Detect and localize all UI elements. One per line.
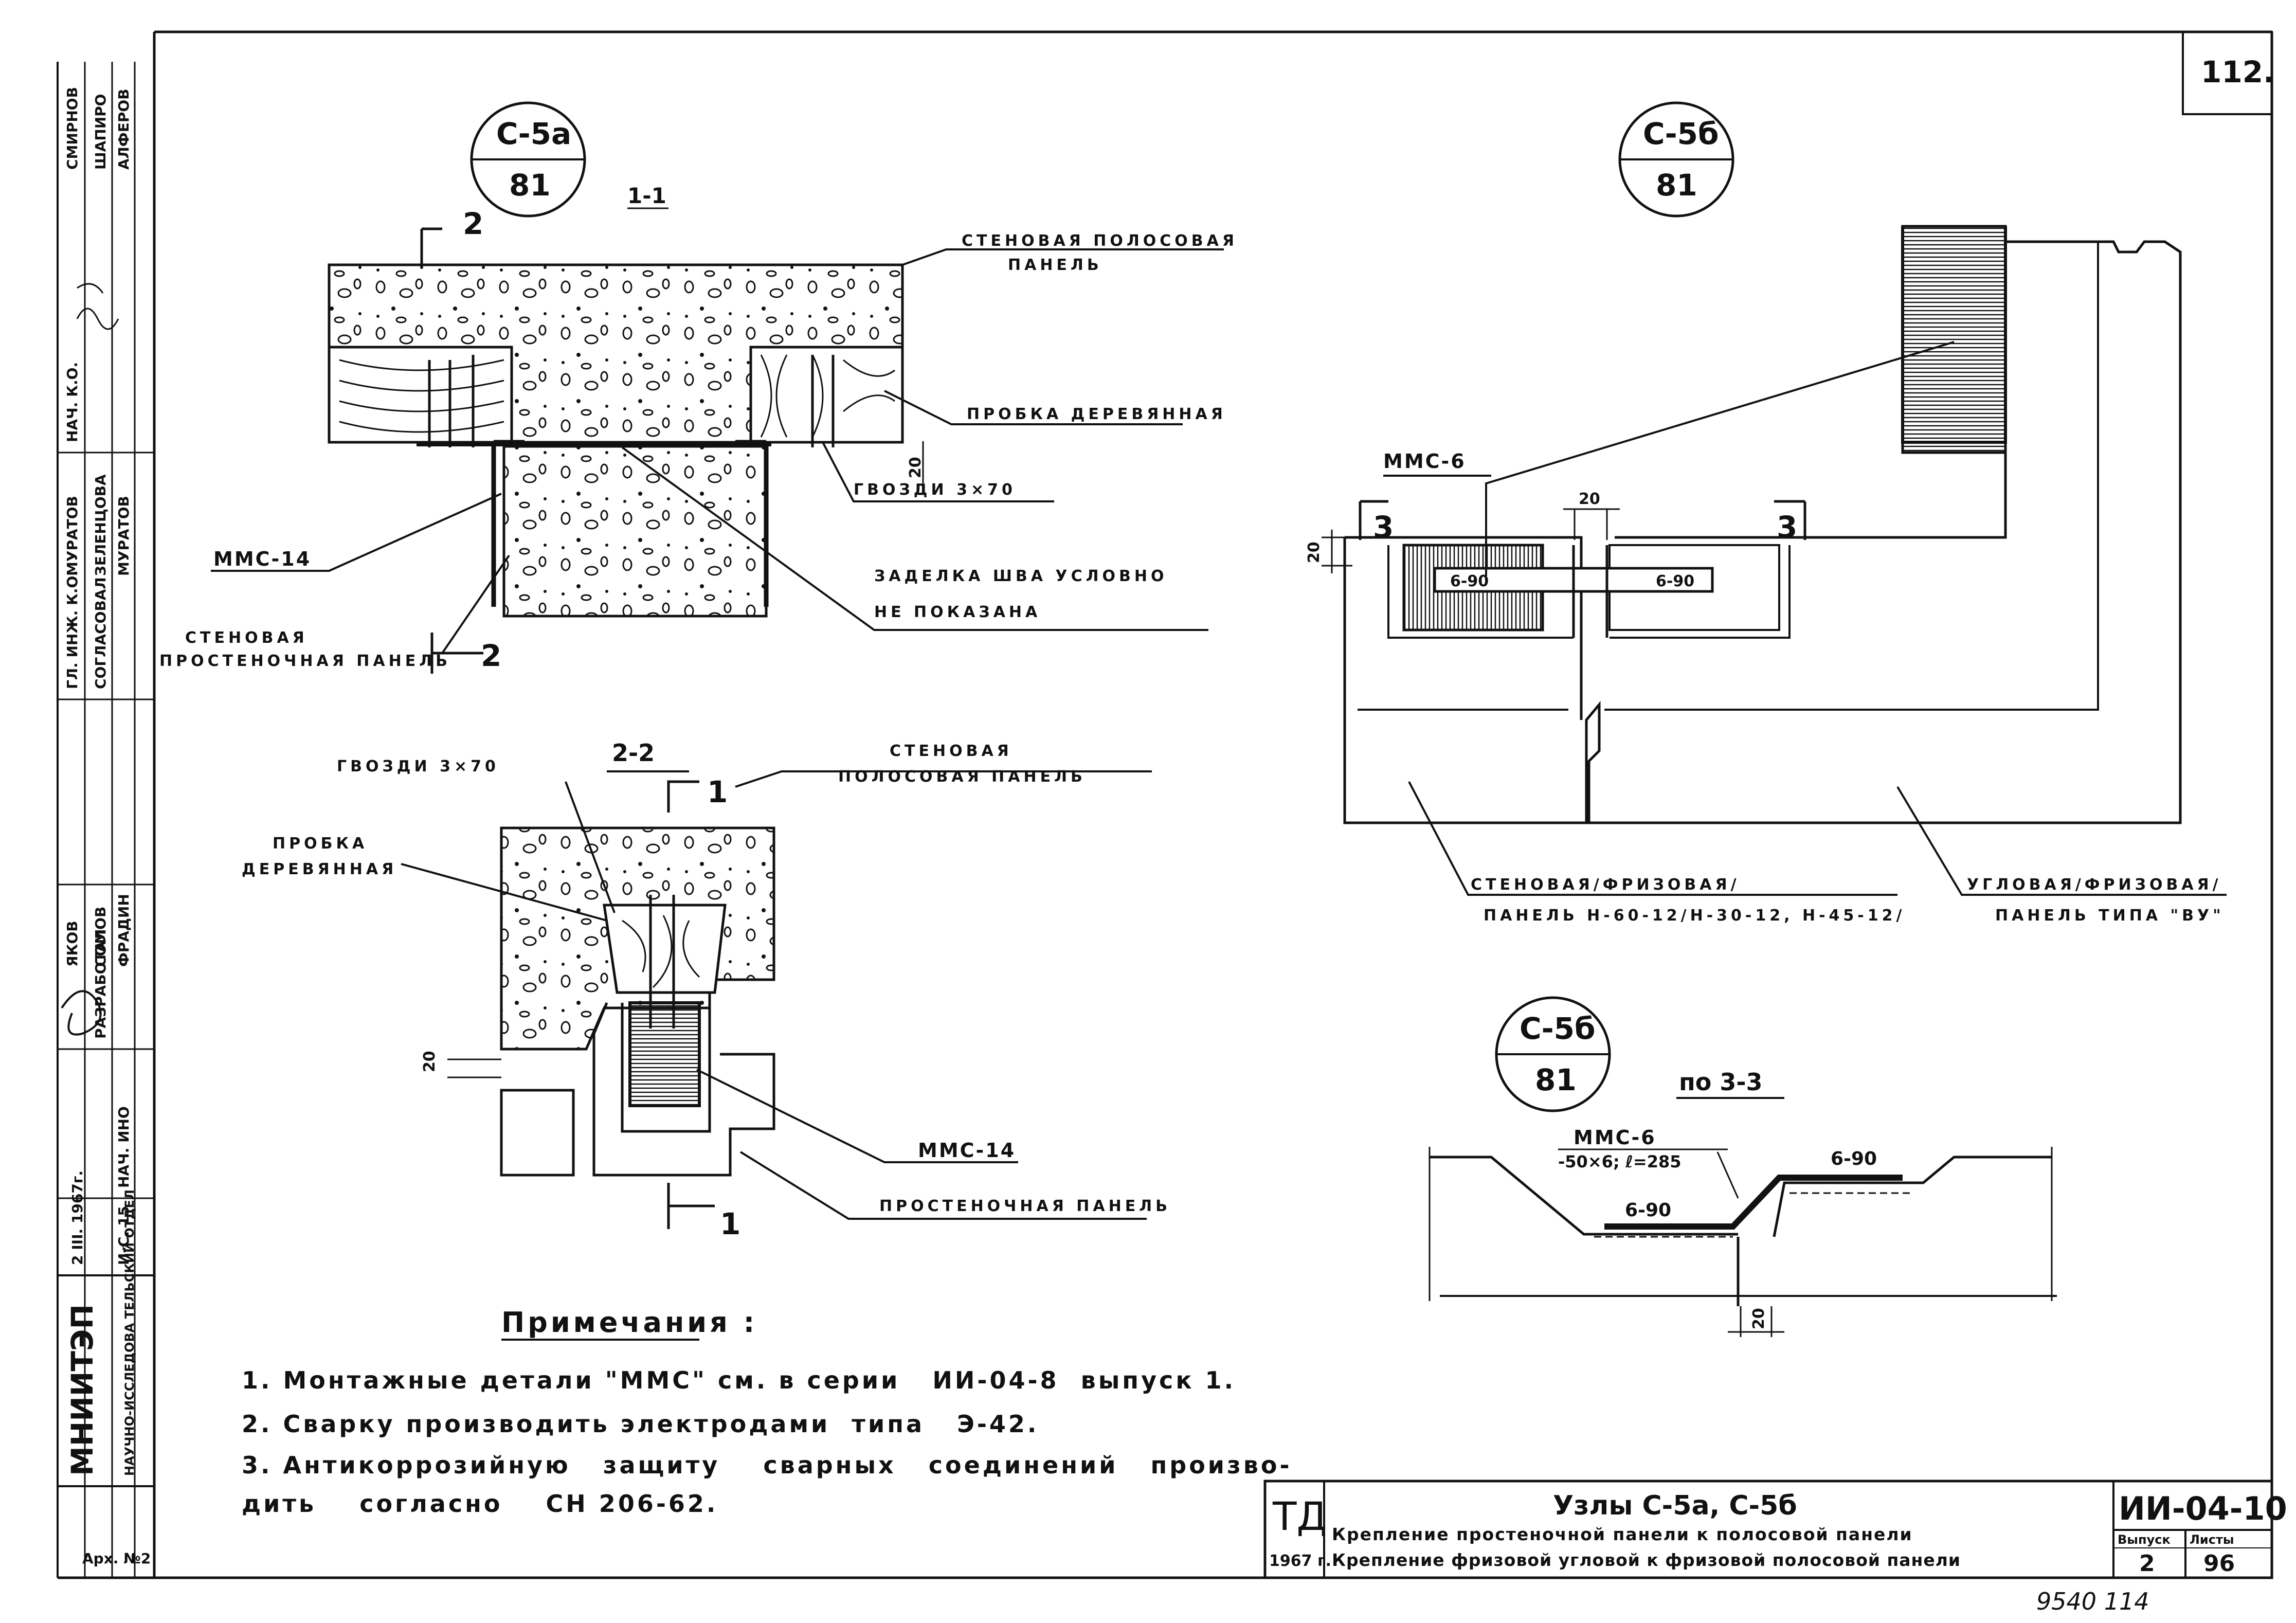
title-issue-label: Выпуск — [2118, 1532, 2171, 1547]
stamp-role-3: СОГЛАСОВАЛ — [92, 577, 109, 689]
title-main: Узлы С-5а, С-5б — [1553, 1490, 1797, 1521]
stamp-role-4: РАЗРАБОТАЛ — [92, 929, 109, 1039]
title-line-1: Крепление простеночной панели к полосово… — [1332, 1524, 1913, 1544]
label-node-b-mms: ММС-6 — [1383, 450, 1466, 473]
node-b-tag-top: С-5б — [1643, 116, 1719, 151]
title-line-2: Крепление фризовой угловой к фризовой по… — [1332, 1550, 1961, 1570]
label-nails: ГВОЗДИ 3×70 — [854, 481, 1016, 499]
stamp-inv: Арх. №2 — [82, 1550, 151, 1567]
section-3-weld-right: 6-90 — [1831, 1148, 1877, 1169]
stamp-role-5: НАЧ. ИНО — [115, 1106, 132, 1188]
label-seal: ЗАДЕЛКА ШВА УСЛОВНО — [874, 567, 1167, 585]
label-pier-panel-2: ПРОСТЕНОЧНАЯ ПАНЕЛЬ — [159, 652, 451, 670]
section-2-cut-top: 1 — [707, 774, 728, 809]
section-3-weld-left: 6-90 — [1625, 1200, 1671, 1221]
node-b-cut-right: 3 — [1777, 510, 1797, 545]
wood-plug-left — [328, 346, 513, 444]
note-line-3: 3. Антикоррозийную защиту сварных соедин… — [242, 1451, 1292, 1479]
note-line-4: дить согласно СН 206-62. — [242, 1490, 718, 1518]
title-year: 1967 г. — [1269, 1552, 1331, 1570]
title-sheet-label: Листы — [2190, 1532, 2234, 1547]
title-issue: 2 — [2139, 1550, 2155, 1577]
signature-2 — [61, 990, 102, 1036]
section-2-plug — [603, 904, 727, 994]
stamp-name-1: СМИРНОВ — [64, 87, 81, 170]
section-3-title: по 3-3 — [1679, 1068, 1763, 1096]
label-s2-panel: СТЕНОВАЯ — [890, 742, 1013, 760]
label-corner-panel-2: ПАНЕЛЬ ТИПА "ВУ" — [1995, 907, 2225, 925]
label-s2-plug-2: ДЕРЕВЯННАЯ — [242, 860, 397, 878]
stamp-role-2: ГЛ. ИНЖ. К.О. — [64, 570, 81, 689]
stamp-role-1: НАЧ. К.О. — [64, 362, 81, 442]
label-s2-mms14: ММС-14 — [918, 1139, 1016, 1162]
label-corner-panel: УГЛОВАЯ/ФРИЗОВАЯ/ — [1967, 876, 2222, 894]
node-a-drawing: 2 2 20 СТЕНОВАЯ ПОЛОСОВАЯ ПАНЕЛЬ ПРОБКА … — [159, 206, 1238, 674]
label-wood-plug: ПРОБКА ДЕРЕВЯННАЯ — [967, 405, 1226, 423]
section-3-tag-top: С-5б — [1520, 1011, 1596, 1046]
node-b-drawing: 6-90 6-90 3 3 20 20 ММС-6 СТЕНОВАЯ/ФРИЗО… — [1305, 225, 2227, 925]
stamp-name-5: ЗЕЛЕНЦОВА — [92, 474, 109, 576]
node-b-cut-left: 3 — [1373, 510, 1394, 545]
stamp-name-7: ЯКОВ — [64, 921, 81, 967]
label-s2-plug: ПРОБКА — [273, 835, 368, 853]
node-b-weld-left: 6-90 — [1450, 572, 1489, 590]
section-3-drawing: С-5б 81 по 3-3 ММС-6 -50×6; ℓ=285 6-90 6… — [1429, 996, 2057, 1337]
label-strip-panel-2: ПАНЕЛЬ — [1008, 256, 1102, 274]
left-stamp: НАЧ. К.О. ГЛ. ИНЖ. К.О. СОГЛАСОВАЛ РАЗРА… — [57, 62, 154, 1578]
node-a-tag-top: С-5а — [496, 116, 571, 151]
node-b-weld-right: 6-90 — [1656, 572, 1694, 590]
label-frieze-panel: СТЕНОВАЯ/ФРИЗОВАЯ/ — [1471, 876, 1740, 894]
section-3-mms: ММС-6 — [1574, 1126, 1656, 1149]
note-line-1: 1. Монтажные детали "ММС" см. в серии ИИ… — [242, 1366, 1236, 1394]
section-3-mms-size: -50×6; ℓ=285 — [1558, 1152, 1682, 1171]
signature-1 — [76, 283, 119, 330]
section-2-dim-20: 20 — [421, 1051, 439, 1072]
label-pier-panel: СТЕНОВАЯ — [185, 629, 308, 647]
title-block: ТД 1967 г. Узлы С-5а, С-5б Крепление про… — [1263, 1480, 2287, 1579]
handwritten-number: 9540 114 — [2036, 1588, 2149, 1615]
node-b-tag: С-5б 81 — [1618, 101, 1734, 218]
node-b-tag-bottom: 81 — [1656, 168, 1697, 203]
stamp-org: МНИИТЭП — [65, 1304, 100, 1476]
node-a-tag-bottom: 81 — [509, 168, 551, 203]
stamp-name-9: ФРАДИН — [115, 894, 132, 967]
node-a-section-mark: 1-1 — [627, 183, 666, 208]
label-strip-panel: СТЕНОВАЯ ПОЛОСОВАЯ — [962, 232, 1238, 250]
section-2-title: 2-2 — [612, 739, 655, 767]
title-org-short: ТД — [1272, 1493, 1327, 1539]
node-a-cut-marker-top: 2 — [463, 206, 483, 241]
stamp-date: 2 III. 1967г. — [69, 1170, 86, 1265]
stamp-dept: НАУЧНО-ИССЛЕДОВА ТЕЛЬСКИЙ ОТДЕЛ — [122, 1189, 137, 1476]
node-a-dim-20: 20 — [907, 457, 925, 478]
notes: Примечания : 1. Монтажные детали "ММС" с… — [242, 1306, 1292, 1518]
pier-panel — [502, 445, 768, 618]
section-3-dim-20: 20 — [1750, 1308, 1768, 1329]
label-frieze-panel-2: ПАНЕЛЬ Н-60-12/Н-30-12, Н-45-12/ — [1484, 907, 1905, 925]
section-2-cut-bottom: 1 — [720, 1206, 740, 1241]
title-sheet: 96 — [2203, 1550, 2235, 1577]
label-seal-2: НЕ ПОКАЗАНА — [874, 603, 1041, 621]
stamp-name-2: ШАПИРО — [92, 94, 109, 170]
node-b-dim-side: 20 — [1305, 542, 1323, 563]
node-b-dim-top: 20 — [1579, 490, 1600, 508]
note-line-2: 2. Сварку производить электродами типа Э… — [242, 1410, 1039, 1438]
notes-heading: Примечания : — [501, 1306, 757, 1339]
label-s2-panel-2: ПОЛОСОВАЯ ПАНЕЛЬ — [838, 768, 1086, 786]
page-number: 112. — [2201, 55, 2274, 89]
node-a-cut-marker-bottom: 2 — [481, 638, 501, 673]
section-2-drawing: 2-2 1 20 1 ГВОЗДИ 3×70 СТЕНОВАЯ ПОЛОСОВА… — [242, 739, 1171, 1241]
label-s2-pier: ПРОСТЕНОЧНАЯ ПАНЕЛЬ — [879, 1197, 1171, 1215]
stamp-series: И-С. 15 — [115, 1206, 132, 1265]
stamp-name-3: АЛФЕРОВ — [115, 89, 132, 170]
stamp-name-8: СОМОВ — [92, 907, 109, 967]
label-mms14: ММС-14 — [213, 548, 311, 570]
stamp-name-4: МУРАТОВ — [64, 496, 81, 576]
section-3-tag-bottom: 81 — [1535, 1062, 1577, 1097]
node-a-tag: С-5а 81 1-1 — [470, 101, 668, 218]
label-s2-nails: ГВОЗДИ 3×70 — [337, 758, 499, 776]
stamp-name-6: МУРАТОВ — [115, 496, 132, 576]
title-series: ИИ-04-10 — [2119, 1490, 2287, 1527]
